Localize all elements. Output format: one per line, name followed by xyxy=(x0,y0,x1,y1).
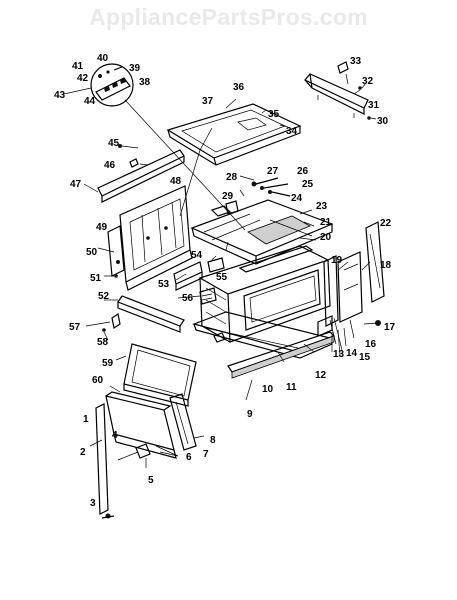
control-knob-assembly xyxy=(63,63,246,231)
back-panel xyxy=(97,127,213,291)
callout-56: 56 xyxy=(182,293,194,304)
callout-51: 51 xyxy=(90,273,102,284)
callout-7: 7 xyxy=(203,449,209,460)
callout-1: 1 xyxy=(83,414,89,425)
cooktop-cover xyxy=(166,98,302,166)
callout-53: 53 xyxy=(158,279,170,290)
callout-47: 47 xyxy=(70,179,82,190)
callout-48: 48 xyxy=(170,176,182,187)
callout-21: 21 xyxy=(320,217,332,228)
callout-46: 46 xyxy=(104,160,116,171)
callout-55: 55 xyxy=(216,272,228,283)
leader-lines xyxy=(104,73,379,361)
storage-drawer xyxy=(89,385,205,519)
callout-18: 18 xyxy=(380,260,392,271)
callout-45: 45 xyxy=(108,138,120,149)
callout-52: 52 xyxy=(98,291,110,302)
callout-31: 31 xyxy=(368,100,380,111)
callout-6: 6 xyxy=(186,452,192,463)
callout-36: 36 xyxy=(233,82,245,93)
backguard-trim xyxy=(304,61,377,120)
callout-28: 28 xyxy=(226,172,238,183)
callout-35: 35 xyxy=(268,109,280,120)
callout-42: 42 xyxy=(77,73,89,84)
lower-trim-52 xyxy=(117,287,217,333)
callout-4: 4 xyxy=(112,430,118,441)
callout-12: 12 xyxy=(315,370,327,381)
callout-32: 32 xyxy=(362,76,374,87)
callout-29: 29 xyxy=(222,191,234,202)
watermark-text: AppliancePartsPros.com xyxy=(89,4,368,30)
callout-39: 39 xyxy=(129,63,141,74)
door-frame xyxy=(123,343,197,407)
callout-34: 34 xyxy=(286,126,298,137)
callout-5: 5 xyxy=(148,475,154,486)
callout-8: 8 xyxy=(210,435,216,446)
callout-30: 30 xyxy=(377,116,389,127)
callout-44: 44 xyxy=(84,96,96,107)
rear-shield xyxy=(83,144,185,203)
callout-17: 17 xyxy=(384,322,396,333)
callout-3: 3 xyxy=(90,498,96,509)
callout-59: 59 xyxy=(102,358,114,369)
insulation-pad xyxy=(85,313,121,341)
callout-20: 20 xyxy=(320,232,332,243)
callout-11: 11 xyxy=(286,382,297,393)
callout-41: 41 xyxy=(72,61,84,72)
callout-27: 27 xyxy=(267,166,279,177)
callout-54: 54 xyxy=(191,250,203,261)
callout-25: 25 xyxy=(302,179,314,190)
callout-13: 13 xyxy=(333,349,345,360)
callout-15: 15 xyxy=(359,352,371,363)
callout-19: 19 xyxy=(331,255,343,266)
callout-50: 50 xyxy=(86,247,98,258)
callout-58: 58 xyxy=(97,337,109,348)
callout-16: 16 xyxy=(365,339,377,350)
callout-37: 37 xyxy=(202,96,214,107)
callout-22: 22 xyxy=(380,218,392,229)
callout-49: 49 xyxy=(96,222,108,233)
callout-labels: 1 2 3 4 5 6 7 8 9 10 11 12 13 14 15 16 1… xyxy=(54,53,396,509)
callout-60: 60 xyxy=(92,375,104,386)
callout-38: 38 xyxy=(139,77,151,88)
callout-40: 40 xyxy=(97,53,109,64)
callout-33: 33 xyxy=(350,56,362,67)
top-element-assembly xyxy=(190,175,334,273)
callout-9: 9 xyxy=(247,409,253,420)
callout-2: 2 xyxy=(80,447,86,458)
bracket-53 xyxy=(173,261,203,291)
callout-10: 10 xyxy=(262,384,274,395)
right-side-assembly xyxy=(323,221,385,327)
callout-23: 23 xyxy=(316,201,328,212)
callout-26: 26 xyxy=(297,166,309,177)
callout-43: 43 xyxy=(54,90,66,101)
callout-14: 14 xyxy=(346,348,358,359)
callout-24: 24 xyxy=(291,193,303,204)
callout-57: 57 xyxy=(69,322,81,333)
